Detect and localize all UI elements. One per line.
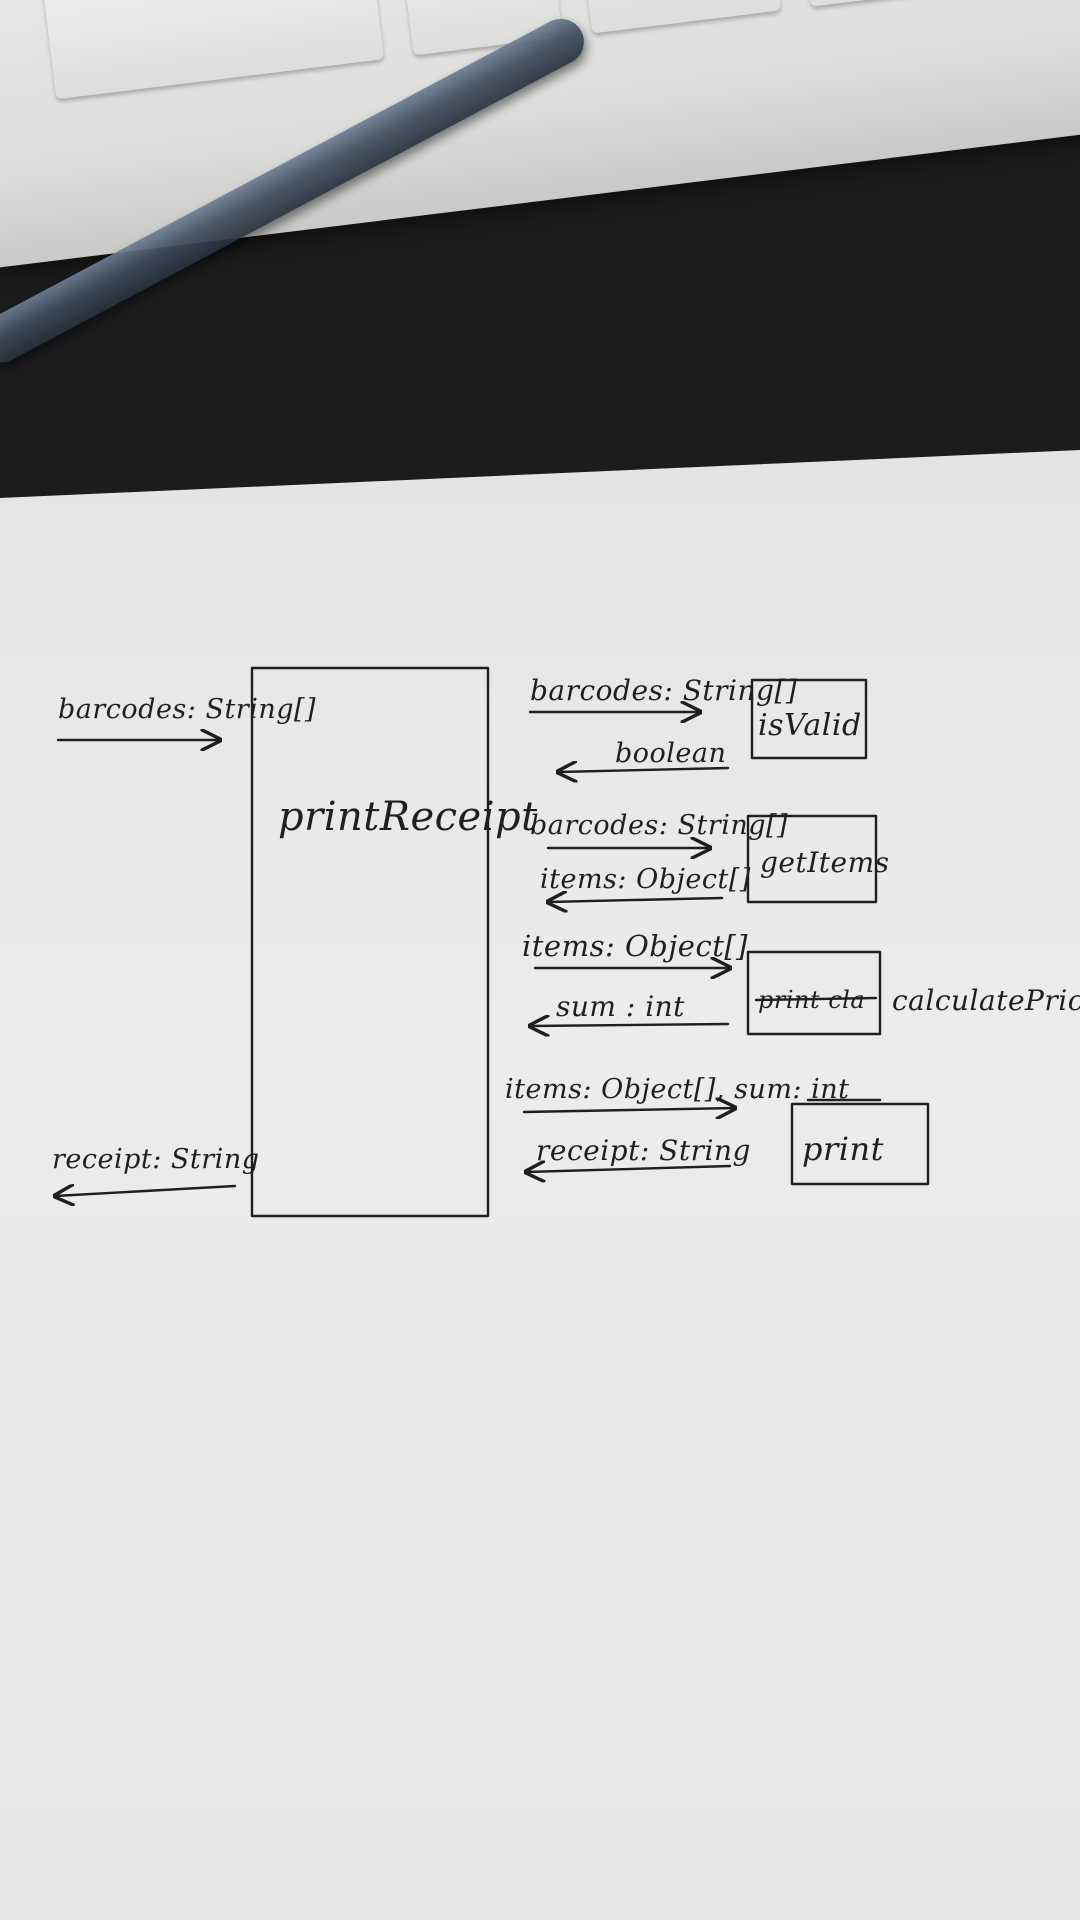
call-calculateprice-send-label: items: Object[] bbox=[522, 929, 748, 963]
strikethrough-line bbox=[754, 996, 878, 1002]
print-box-label: print bbox=[802, 1130, 884, 1168]
call-print-send-arrow bbox=[522, 1108, 735, 1112]
output-receipt-label: receipt: String bbox=[52, 1144, 260, 1175]
call-isvalid-return-label: boolean bbox=[615, 738, 726, 769]
calculateprice-label: calculatePrice bbox=[892, 984, 1080, 1017]
getitems-box bbox=[746, 814, 878, 904]
output-arrow bbox=[55, 1186, 237, 1196]
input-barcodes-label: barcodes: String[] bbox=[58, 694, 316, 725]
call-getitems-send-label: barcodes: String[] bbox=[530, 810, 788, 841]
print-receipt-label: printReceipt bbox=[278, 794, 538, 840]
call-print-return-arrow bbox=[526, 1166, 732, 1172]
getitems-box-label: getItems bbox=[760, 846, 890, 879]
call-print-send-label: items: Object[], sum: int bbox=[505, 1074, 849, 1105]
calculateprice-box bbox=[746, 950, 882, 1036]
isvalid-box bbox=[750, 678, 868, 760]
call-print-return-label: receipt: String bbox=[536, 1134, 751, 1167]
call-calculateprice-return-label: sum : int bbox=[556, 990, 685, 1023]
call-isvalid-return-arrow bbox=[558, 768, 730, 772]
call-getitems-return-label: items: Object[] bbox=[540, 864, 751, 895]
call-getitems-return-arrow bbox=[548, 898, 724, 902]
print-receipt-box bbox=[250, 666, 490, 1218]
isvalid-box-label: isValid bbox=[758, 708, 862, 743]
print-box bbox=[790, 1102, 930, 1186]
call-calculateprice-return-arrow bbox=[530, 1024, 730, 1026]
